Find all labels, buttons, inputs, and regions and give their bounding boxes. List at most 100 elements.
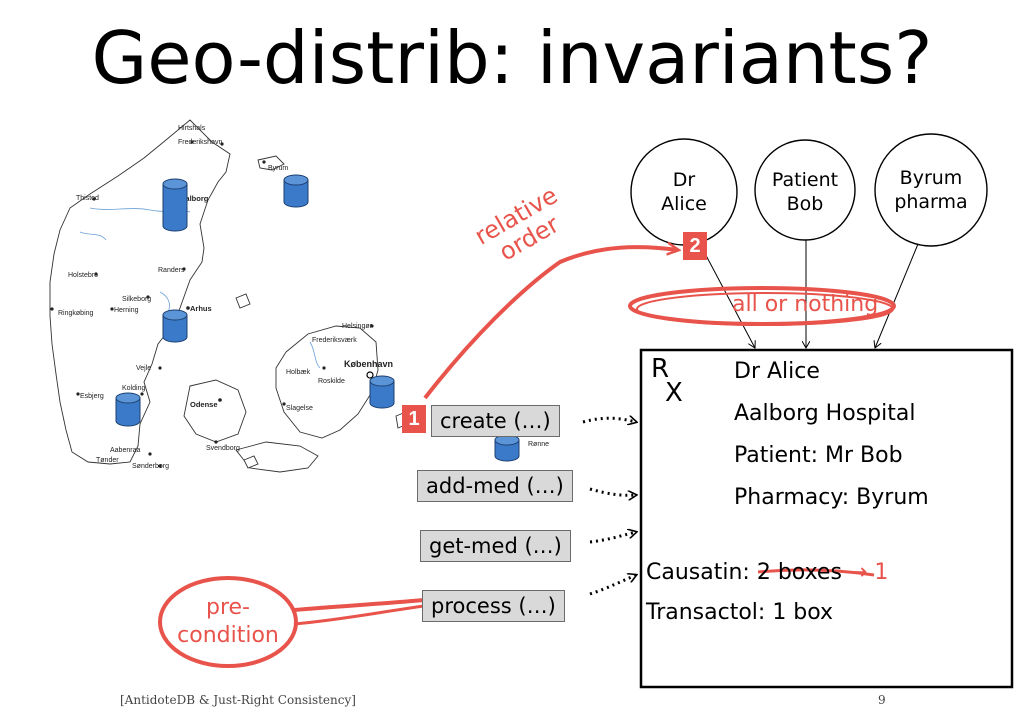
laeso-shape <box>257 155 285 171</box>
isefjord-line <box>309 341 321 369</box>
place-vejle: Vejle <box>136 365 152 372</box>
actor-byrum-pharma-line2: pharma <box>894 191 968 213</box>
database-icon <box>369 375 395 409</box>
place-holstebro: Holstebro <box>68 272 98 279</box>
place-byrum: Byrum <box>268 165 289 172</box>
rx-medication-transactol: Transactol: 1 box <box>646 600 834 625</box>
database-icon <box>162 309 188 343</box>
arrow-create <box>582 418 636 422</box>
actor-byrum-pharma-line1: Byrum <box>899 167 963 189</box>
place-ringkobing: Ringkøbing <box>58 310 94 317</box>
relative-order-arrow <box>423 247 678 400</box>
precondition-blob <box>158 576 298 668</box>
dot-herning <box>110 307 114 311</box>
place-silkeborg: Silkeborg <box>122 296 152 303</box>
dot-ringkobing <box>50 307 54 311</box>
place-esbjerg: Esbjerg <box>80 393 104 400</box>
place-hirtshals: Hirtshals <box>178 125 206 132</box>
place-roskilde: Roskilde <box>318 378 345 385</box>
place-helsingor: Helsingør <box>342 323 372 330</box>
footer-citation: [AntidoteDB & Just-Right Consistency] <box>120 693 356 707</box>
precondition-connector-2 <box>293 604 425 626</box>
place-thisted: Thisted <box>76 195 99 202</box>
rx-causatin-new-quantity: → 1 <box>841 560 889 585</box>
dot-thisted <box>92 197 96 201</box>
strike-2-boxes <box>757 568 875 577</box>
actor-patient-bob: Patient Bob <box>755 168 855 216</box>
dot-esbjerg <box>76 392 80 396</box>
rx-symbol-x: X <box>665 378 683 408</box>
place-tonder: Tønder <box>96 457 119 464</box>
place-slagelse: Slagelse <box>286 405 313 412</box>
dot-slagelse <box>282 402 286 406</box>
dot-frederikshavn <box>220 142 224 146</box>
op-create-button[interactable]: create (…) <box>431 405 560 437</box>
dot-silkeborg <box>146 295 150 299</box>
place-sonderborg: Sønderborg <box>132 463 169 470</box>
dot-randers <box>182 267 186 271</box>
zealand-shape <box>275 325 379 439</box>
database-cylinders <box>115 174 520 462</box>
dot-byrum <box>262 160 266 164</box>
arrow-byrum-pharma <box>875 243 919 348</box>
rx-hospital: Aalborg Hospital <box>734 401 916 426</box>
dot-kolding <box>140 392 144 396</box>
place-aabenraa: Aabenraa <box>110 447 141 454</box>
actor-patient-bob-line2: Bob <box>786 193 824 215</box>
dot-svendborg <box>214 440 218 444</box>
place-frederiksvaerk: Frederiksværk <box>312 337 357 344</box>
slide-title: Geo-distrib: invariants? <box>91 16 933 100</box>
rx-medication-causatin: Causatin: 2 boxes → 1 <box>646 559 888 587</box>
precondition-connector <box>293 598 425 612</box>
actor-circle-patient-bob <box>754 139 856 241</box>
lake-line <box>159 291 170 313</box>
precondition-line1: pre- <box>206 595 250 620</box>
place-svendborg: Svendborg <box>206 445 240 452</box>
dot-aabenraa <box>148 452 152 456</box>
arrow-process <box>589 575 636 596</box>
database-icon <box>162 178 188 232</box>
place-kobenhavn: København <box>344 359 394 369</box>
arrow-get-med <box>589 532 636 544</box>
rx-causatin-old-quantity: 2 boxes <box>756 560 842 585</box>
rx-causatin-label: Causatin: <box>646 560 757 585</box>
place-randers: Randers <box>158 267 185 274</box>
rx-patient: Patient: Mr Bob <box>734 443 903 468</box>
rx-pharmacy: Pharmacy: Byrum <box>734 485 929 510</box>
funen-shape <box>183 379 247 443</box>
database-icon <box>115 392 141 427</box>
prescription-box <box>639 348 1014 689</box>
rx-doctor: Dr Alice <box>734 359 820 384</box>
op-add-med-button[interactable]: add-med (…) <box>417 470 573 502</box>
dot-holbaek <box>322 366 326 370</box>
op-process-button[interactable]: process (…) <box>422 590 565 622</box>
dot-hirtshals <box>190 140 194 144</box>
actor-circle-byrum-pharma <box>874 133 988 247</box>
actor-dr-alice-line1: Dr <box>672 169 696 191</box>
database-icon <box>494 434 520 462</box>
badge-1: 1 <box>402 405 426 433</box>
place-ronne: Rønne <box>528 441 550 448</box>
dot-sonderborg <box>158 464 162 468</box>
dot-arhus <box>186 306 190 310</box>
dot-holstebro <box>94 272 98 276</box>
place-aalborg: Aalborg <box>180 194 209 203</box>
rx-symbol-r: R <box>651 354 670 384</box>
place-arhus: Arhus <box>190 304 212 313</box>
actor-patient-bob-line1: Patient <box>771 169 839 191</box>
place-holbaek: Holbæk <box>286 369 311 376</box>
place-herning: Herning <box>114 307 139 314</box>
copenhagen-marker <box>366 371 374 379</box>
precondition-label: pre- condition <box>163 594 293 650</box>
database-icon <box>283 174 309 208</box>
actor-dr-alice: Dr Alice <box>634 168 734 216</box>
actor-byrum-pharma: Byrum pharma <box>881 166 981 214</box>
arrow-dr-alice <box>699 243 755 348</box>
actor-dr-alice-line2: Alice <box>661 193 707 215</box>
place-odense: Odense <box>190 400 218 409</box>
op-get-med-button[interactable]: get-med (…) <box>420 530 571 562</box>
arrow-add-med <box>589 487 636 495</box>
dot-odense <box>218 398 222 402</box>
all-or-nothing-ellipse-inner <box>636 292 894 326</box>
